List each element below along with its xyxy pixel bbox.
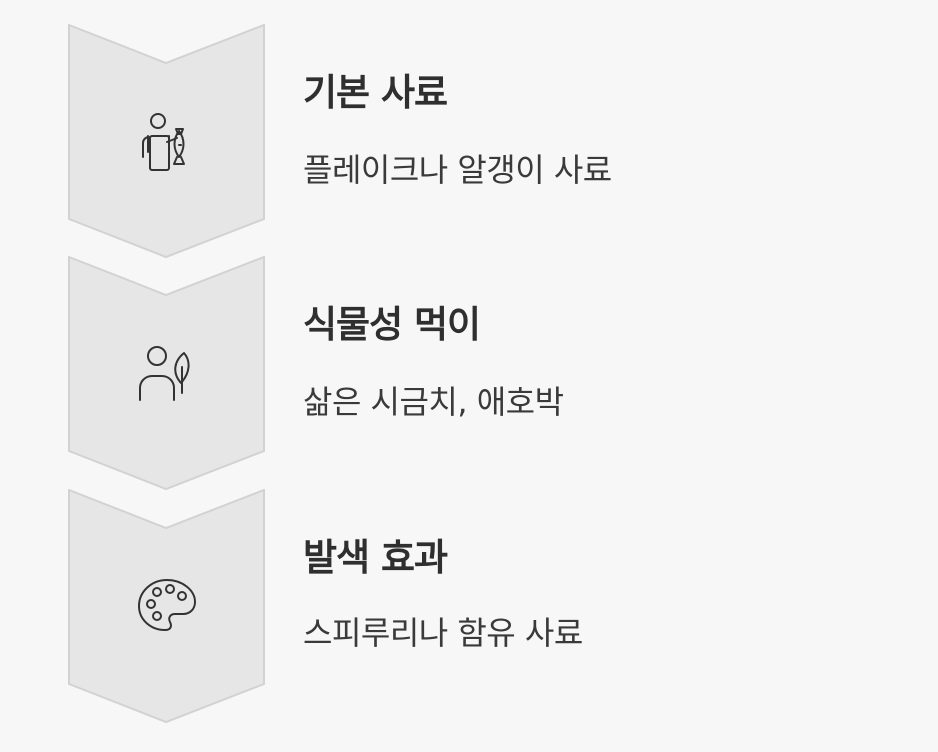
person-with-fish-icon <box>142 113 185 171</box>
chevron-shape <box>68 489 265 724</box>
step-1-description: 플레이크나 알갱이 사료 <box>303 151 612 189</box>
palette-icon <box>138 579 196 631</box>
chevron-shape <box>68 24 265 259</box>
chevron-shape <box>68 256 265 491</box>
step-1-chevron <box>68 24 266 260</box>
step-1-title: 기본 사료 <box>303 71 448 114</box>
step-2-description: 삶은 시금치, 애호박 <box>303 383 564 421</box>
person-with-leaf-icon <box>139 346 190 401</box>
step-2-title: 식물성 먹이 <box>303 303 481 346</box>
step-3-title: 발색 효과 <box>303 536 448 579</box>
step-2-chevron <box>68 256 266 492</box>
step-3-chevron <box>68 489 266 725</box>
step-3-description: 스피루리나 함유 사료 <box>303 614 583 652</box>
